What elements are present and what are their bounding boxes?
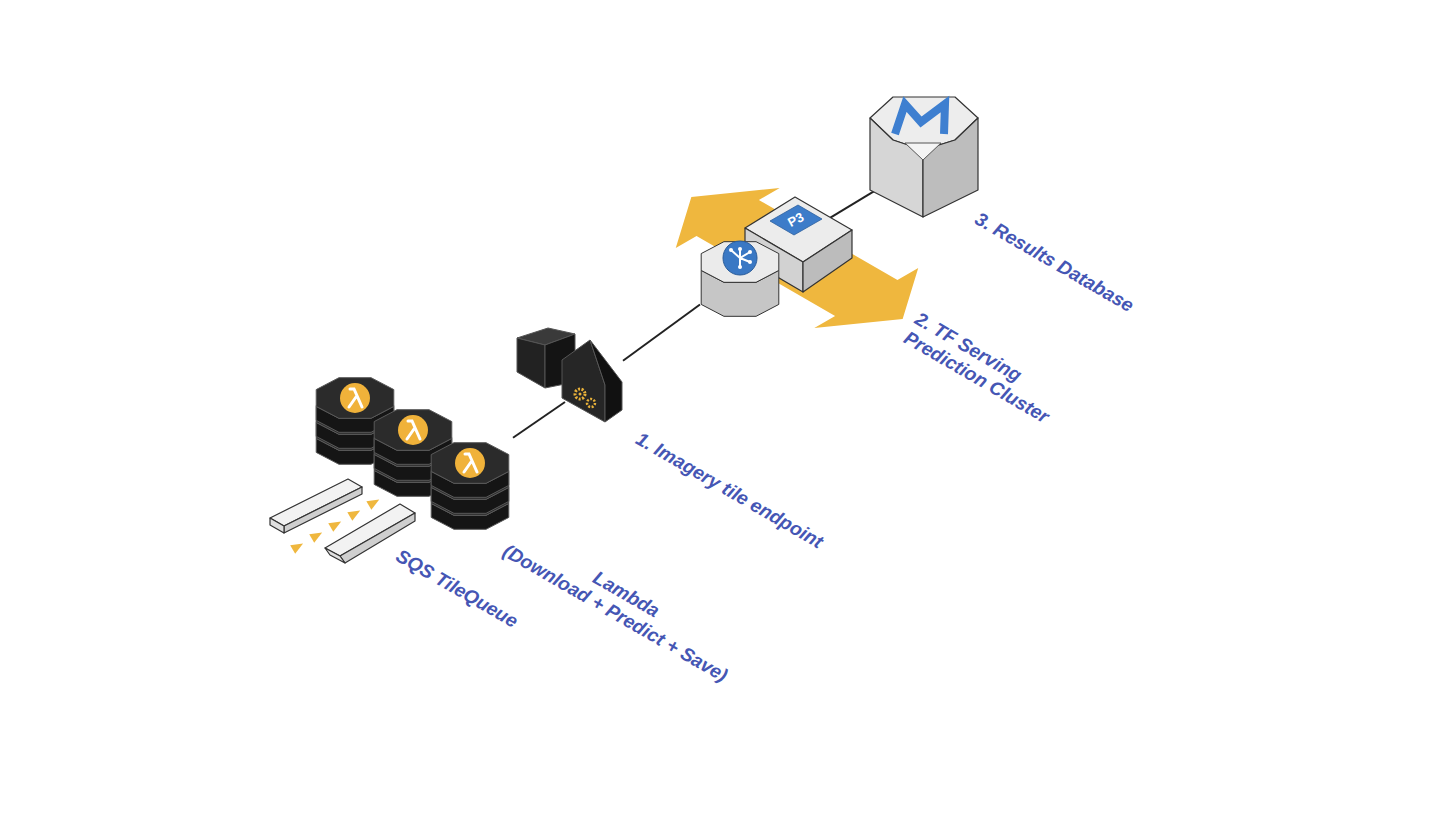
service-label: 3. Results Database: [971, 208, 1137, 317]
lambda-stack: [431, 443, 509, 530]
endpoint-icon: [517, 328, 622, 422]
service-label: Lambda(Download + Predict + Save): [499, 521, 742, 687]
load-balancer-icon: [701, 241, 779, 316]
service-name: Lambda: [510, 521, 742, 668]
connector: [623, 305, 700, 361]
connector: [513, 402, 565, 438]
service-name: 1. Imagery tile endpoint: [632, 428, 827, 553]
service-name: 3. Results Database: [971, 208, 1137, 317]
lambda-stacks: [316, 378, 509, 530]
database-icon: [870, 97, 978, 217]
service-label: 1. Imagery tile endpoint: [632, 428, 827, 553]
service-description: (Download + Predict + Save): [499, 540, 731, 687]
service-node: 3. Results Database: [885, 100, 975, 215]
connector-line: [623, 305, 700, 361]
connector-line: [513, 402, 565, 438]
service-node: SQS TileQueue: [270, 478, 415, 566]
service-name: 2. TF Serving Prediction Cluster: [900, 308, 1077, 436]
service-node: 2. TF Serving Prediction Cluster: [700, 198, 830, 316]
service-node: 1. Imagery tile endpoint: [565, 342, 623, 422]
service-label: 2. TF Serving Prediction Cluster: [900, 308, 1077, 436]
service-node: Lambda(Download + Predict + Save): [428, 437, 513, 497]
